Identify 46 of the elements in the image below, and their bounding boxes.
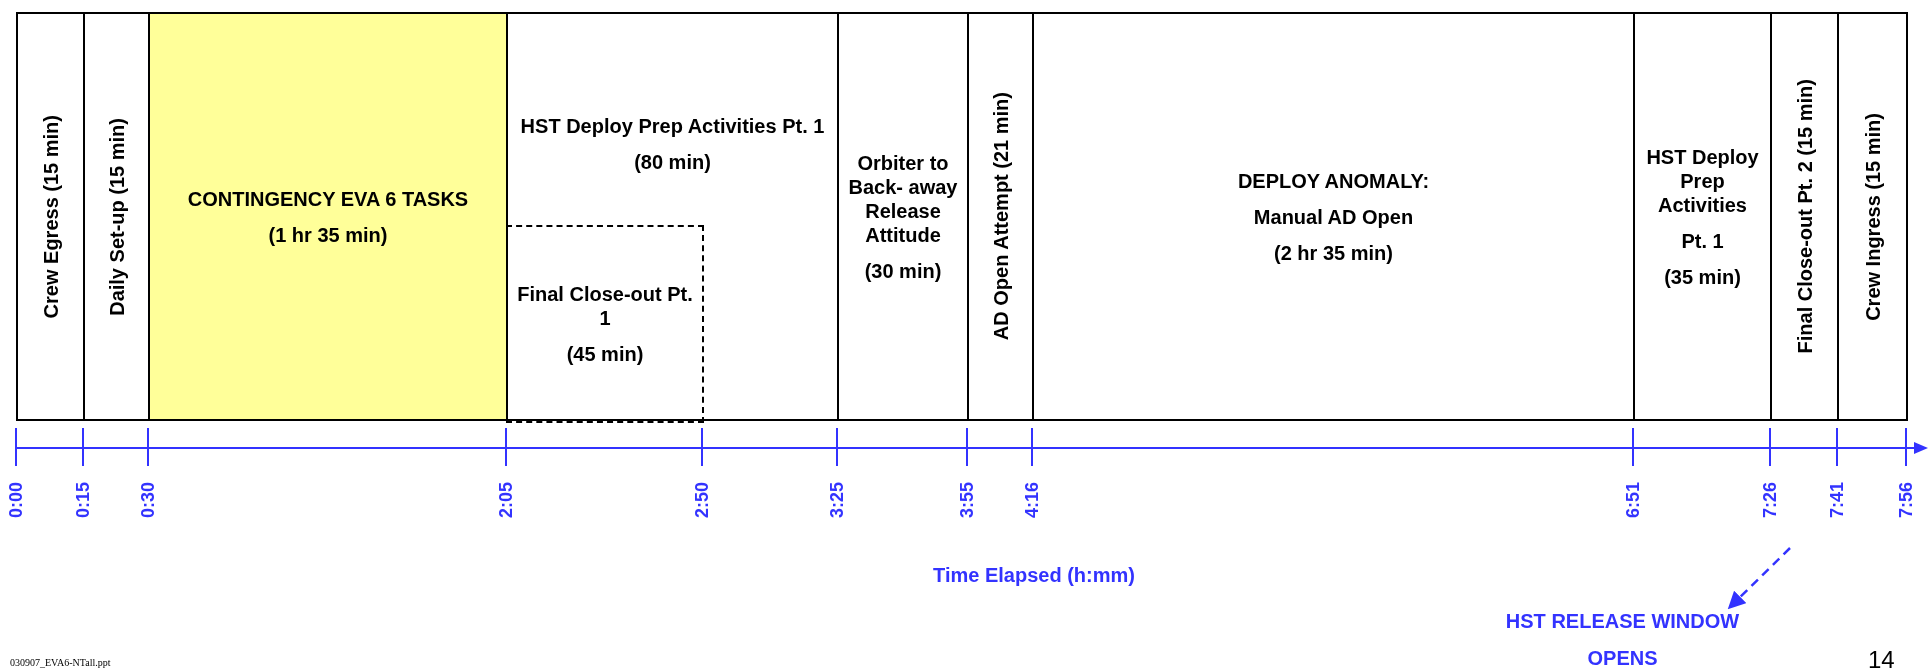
activity-column (506, 12, 839, 421)
activity-label: HST RELEASE WINDOW OPENS (1504, 609, 1741, 670)
tick-label: 4:16 (1021, 482, 1043, 519)
tick-label: 6:51 (1622, 482, 1644, 519)
activity-column (837, 12, 969, 421)
activity-column (148, 12, 508, 421)
tick-label: 0:30 (137, 482, 159, 519)
tick-label: 0:00 (5, 482, 27, 519)
tick-label: 7:26 (1759, 482, 1781, 519)
activity-column (1770, 12, 1839, 421)
activity-column (1032, 12, 1635, 421)
vertical-activity-label: AD Open Attempt (21 min) (988, 92, 1013, 341)
activity-label: Orbiter to Back- away Release Attitude (847, 150, 959, 247)
activity-column (16, 12, 85, 421)
page-number: 14 (1868, 646, 1895, 670)
activity-label: (80 min) (634, 150, 711, 174)
vertical-activity-label: Crew Ingress (15 min) (1860, 112, 1885, 321)
axis-title: Time Elapsed (h:mm) (933, 564, 1135, 586)
activity-label: Final Close-out Pt. 1 (516, 282, 694, 330)
activity-label: CONTINGENCY EVA 6 TASKS (187, 186, 469, 211)
activity-column (1837, 12, 1908, 421)
vertical-activity-label: Daily Set-up (15 min) (104, 117, 129, 316)
tick-label: 2:05 (495, 482, 517, 519)
activity-label: Manual AD Open (1253, 204, 1414, 229)
activity-label: DEPLOY ANOMALY: (1237, 168, 1430, 193)
tick-label: 3:55 (956, 482, 978, 519)
activity-label: (35 min) (1664, 264, 1741, 289)
dashed-arrow (1727, 547, 1791, 610)
tick-label: 7:56 (1895, 482, 1917, 519)
tick-label: 3:25 (826, 482, 848, 519)
activity-label: (30 min) (864, 258, 942, 283)
activity-label: (45 min) (566, 342, 644, 366)
activity-label: Pt. 1 (1681, 228, 1724, 253)
vertical-activity-label: Crew Egress (15 min) (38, 114, 63, 319)
tick-label: 0:15 (72, 482, 94, 519)
activity-label: (1 hr 35 min) (268, 222, 388, 247)
activity-column (1633, 12, 1772, 421)
vertical-activity-label: Final Close-out Pt. 2 (15 min) (1792, 79, 1817, 354)
activity-label: (2 hr 35 min) (1274, 240, 1393, 265)
activity-label: HST Deploy Prep Activities (1645, 144, 1760, 217)
activity-label: HST Deploy Prep Activities Pt. 1 (520, 114, 825, 138)
tick-label: 7:41 (1826, 482, 1848, 519)
activity-column (967, 12, 1034, 421)
file-name: 030907_EVA6-NTall.ppt (10, 657, 111, 668)
dashed-activity-box (506, 225, 704, 423)
tick-label: 2:50 (691, 482, 713, 519)
